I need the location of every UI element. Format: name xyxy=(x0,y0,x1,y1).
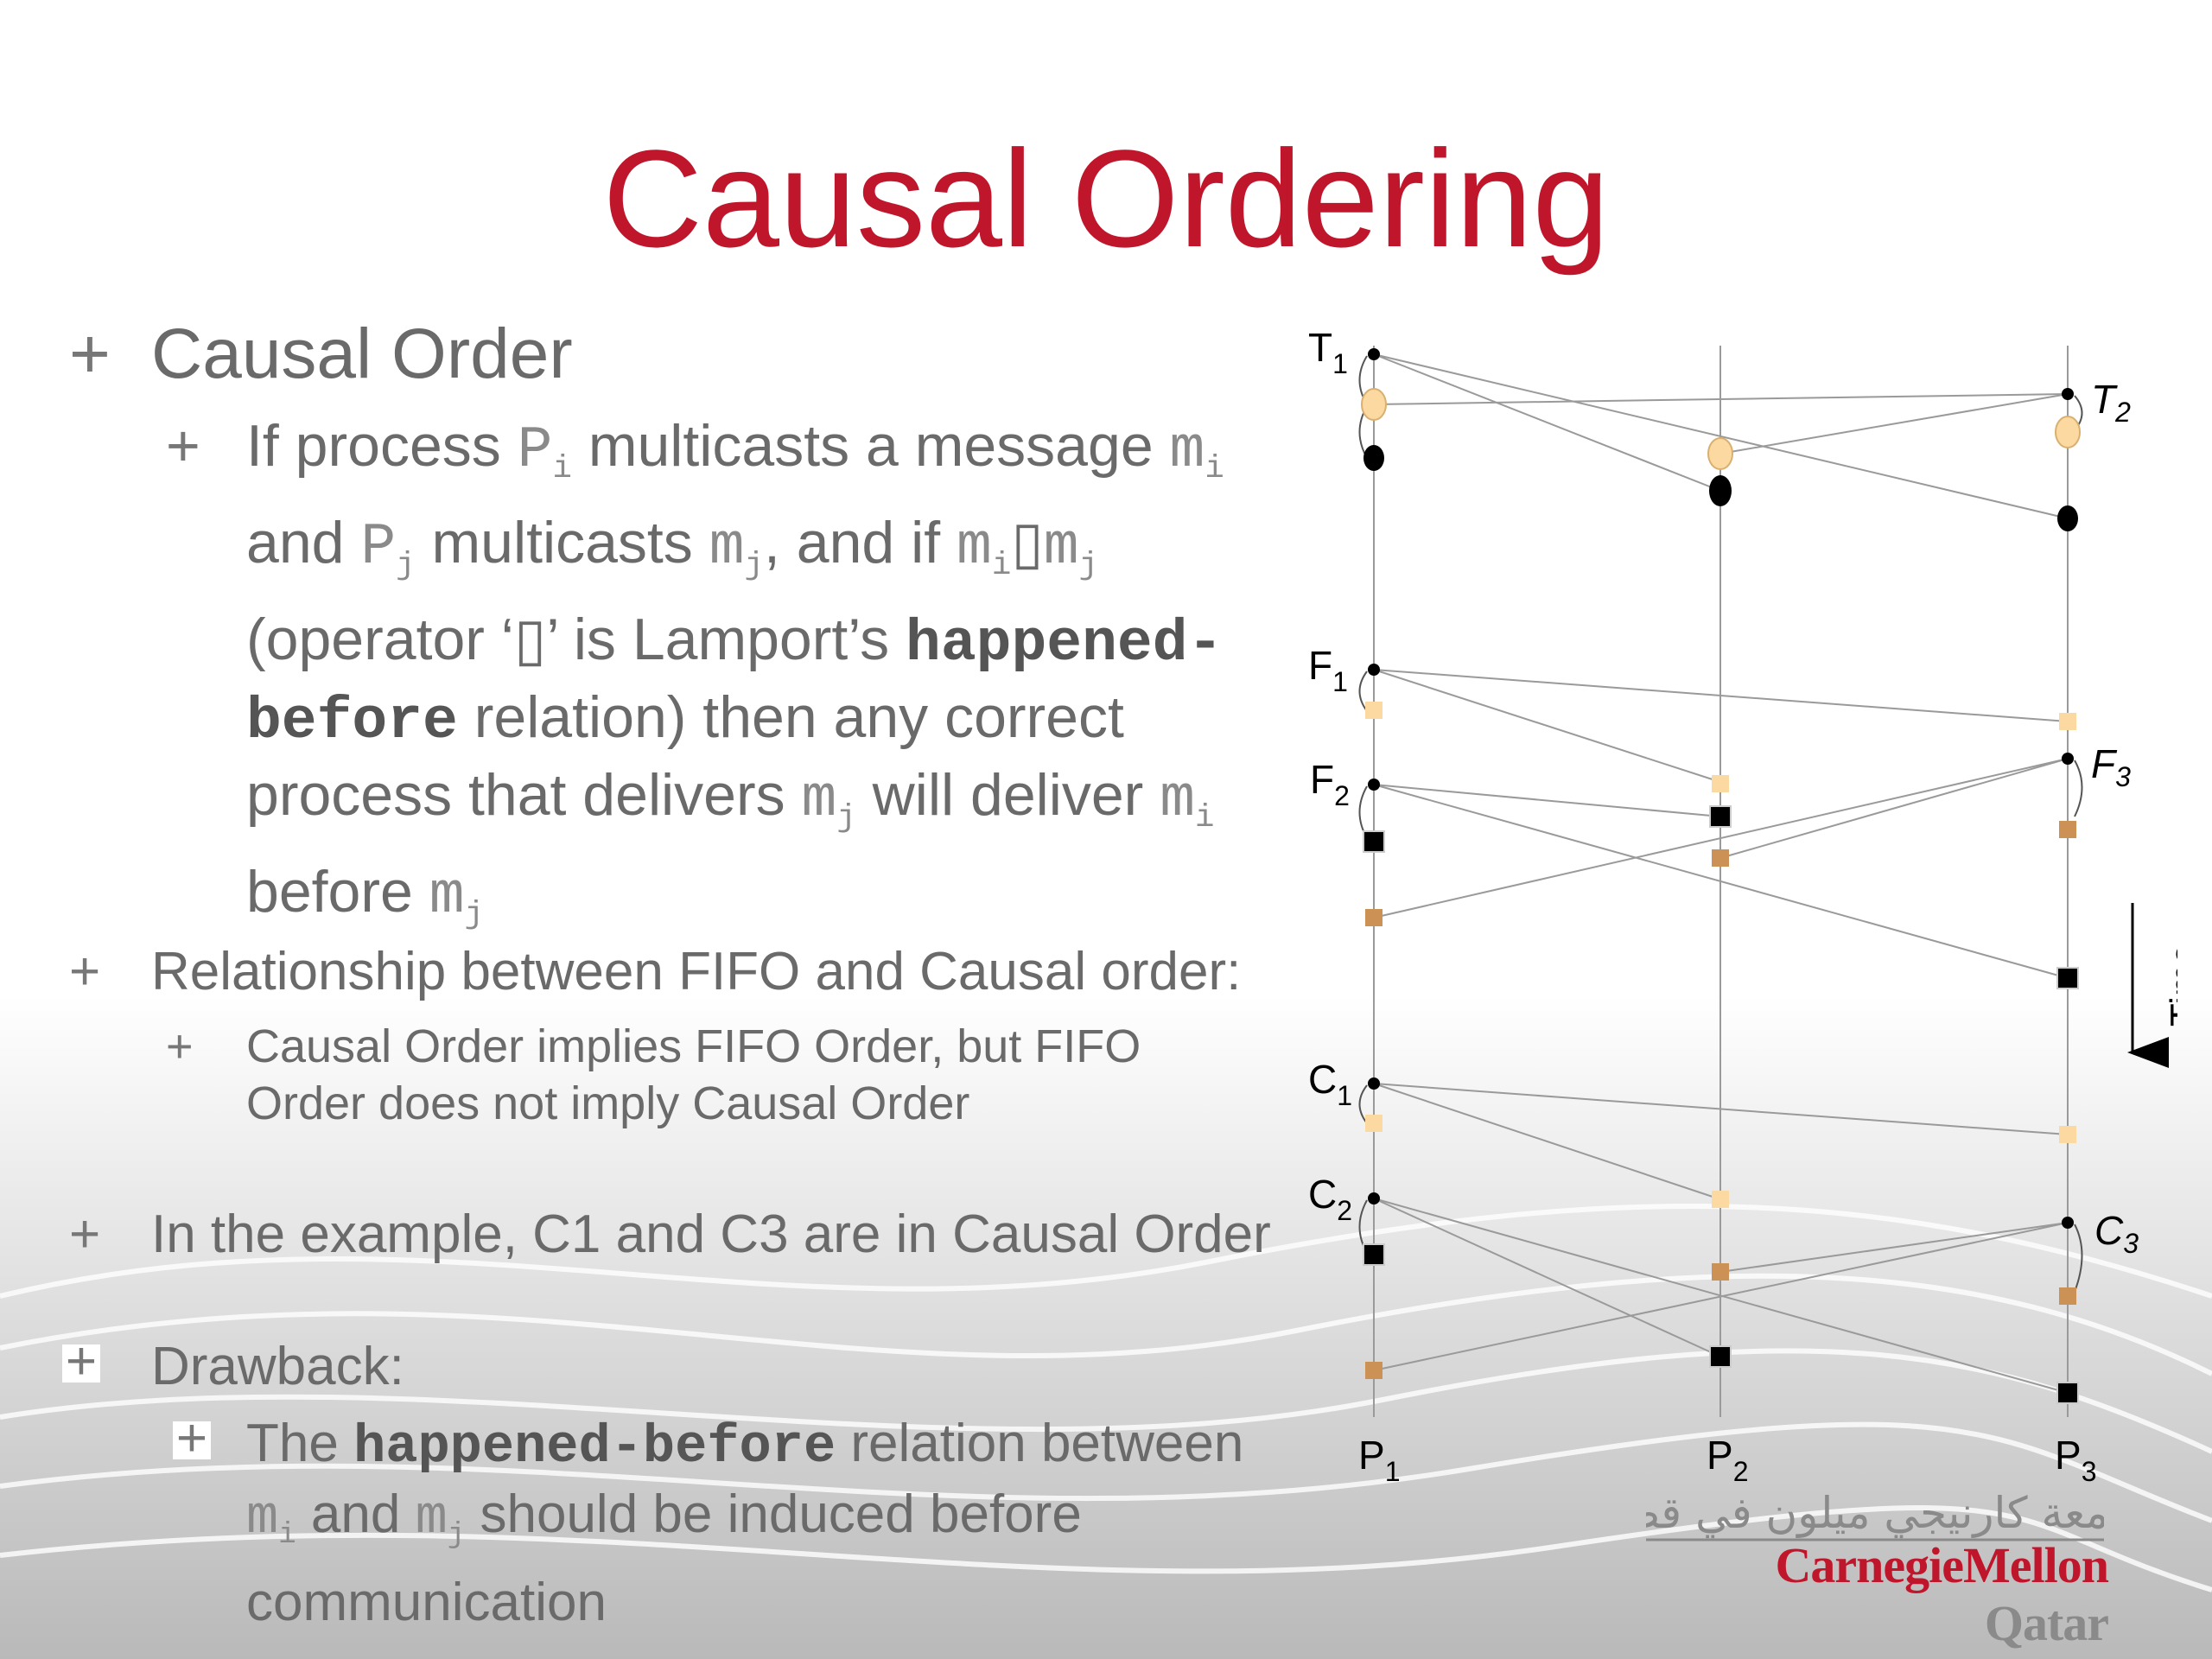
deliver-f3-at-p2 xyxy=(1712,849,1729,867)
message-lines xyxy=(1373,353,2069,1394)
label-f3: F3 xyxy=(2091,741,2131,792)
deliver-f2-at-p3 xyxy=(2056,967,2079,989)
definition-line-6: before mj xyxy=(246,859,484,934)
slide-title: Causal Ordering xyxy=(602,121,1610,276)
label-f1: F1 xyxy=(1308,643,1348,697)
label-p1: P1 xyxy=(1358,1433,1400,1487)
bullet-drawback: Drawback: xyxy=(151,1337,404,1396)
bullet-marker: + xyxy=(62,1335,100,1389)
deliver-f3-at-p3 xyxy=(2059,821,2076,838)
deliver-t2-at-p2 xyxy=(1707,437,1733,470)
deliver-c3-at-p2 xyxy=(1712,1263,1729,1281)
send-event-f2 xyxy=(1368,779,1380,791)
label-f2: F2 xyxy=(1310,757,1350,811)
definition-line-2: and Pj multicasts mj, and if mi▯mj xyxy=(246,510,1098,585)
bullet-example: In the example, C1 and C3 are in Causal … xyxy=(151,1205,1271,1264)
cmu-qatar-logo: CarnegieMellon Qatar xyxy=(1775,1537,2109,1651)
definition-line-1: If process Pi multicasts a message mi xyxy=(246,413,1224,488)
deliver-c3-at-p3 xyxy=(2059,1287,2076,1305)
definition-line-5: process that delivers mj will deliver mi xyxy=(246,762,1215,837)
deliver-c2-at-p2 xyxy=(1709,1345,1732,1368)
event-markers xyxy=(1361,348,2081,1404)
label-c2: C2 xyxy=(1308,1172,1352,1226)
bullet-relationship: Relationship between FIFO and Causal ord… xyxy=(151,942,1242,1001)
deliver-c2-at-p3 xyxy=(2056,1382,2079,1404)
deliver-f1-at-p1 xyxy=(1365,702,1382,719)
deliver-f2-at-p1 xyxy=(1363,830,1385,853)
causal-order-diagram: T1 T2 F1 F2 F3 C1 C2 C3 P1 P2 P3 Time xyxy=(1308,325,2177,1487)
drawback-line-2: mi and mj should be induced before xyxy=(246,1484,1082,1552)
bullet-marker: + xyxy=(69,1205,101,1264)
deliver-f3-at-p1 xyxy=(1365,909,1382,926)
deliver-t1-at-p3 xyxy=(2057,505,2078,531)
bullet-causal-order: Causal Order xyxy=(151,315,573,393)
label-c3: C3 xyxy=(2094,1208,2139,1259)
label-t1: T1 xyxy=(1308,325,1348,379)
svg-text:جامعة كارنيجي ميلون في قطر: جامعة كارنيجي ميلون في قطر xyxy=(1646,1488,2104,1538)
label-t2: T2 xyxy=(2091,377,2131,428)
deliver-f1-at-p3 xyxy=(2059,713,2076,730)
definition-line-4: before relation) then any correct xyxy=(246,684,1124,756)
deliver-t2-at-p3 xyxy=(2055,416,2081,448)
sub-bullet-marker: + xyxy=(166,413,200,479)
deliver-t1-at-p1 xyxy=(1363,445,1384,471)
deliver-f2-at-p2 xyxy=(1709,805,1732,828)
event-labels: T1 T2 F1 F2 F3 C1 C2 C3 P1 P2 P3 xyxy=(1308,325,2139,1487)
deliver-c3-at-p1 xyxy=(1365,1362,1382,1379)
send-event-f1 xyxy=(1368,664,1380,676)
deliver-f1-at-p2 xyxy=(1712,775,1729,792)
relationship-detail: Causal Order implies FIFO Order, but FIF… xyxy=(246,1018,1141,1132)
relationship-line-2: Order does not imply Causal Order xyxy=(246,1077,970,1129)
label-c1: C1 xyxy=(1308,1057,1352,1111)
bullet-marker: + xyxy=(69,942,101,1001)
deliver-c2-at-p1 xyxy=(1363,1243,1385,1266)
deliver-t2-at-p1 xyxy=(1361,388,1387,421)
relationship-line-1: Causal Order implies FIFO Order, but FIF… xyxy=(246,1020,1141,1072)
deliver-c1-at-p1 xyxy=(1365,1115,1382,1132)
time-label: Time xyxy=(2163,944,2177,1027)
drawback-detail: The happened-before relation between mi … xyxy=(246,1410,1300,1637)
bullet-marker: + xyxy=(69,315,111,393)
send-event-t1 xyxy=(1368,348,1380,360)
send-event-t2 xyxy=(2062,388,2074,400)
send-event-c1 xyxy=(1368,1077,1380,1090)
send-event-f3 xyxy=(2062,753,2074,765)
sub-bullet-marker: + xyxy=(173,1412,211,1465)
drawback-line-3: communication xyxy=(246,1572,607,1632)
drawback-line-1: The happened-before relation between xyxy=(246,1414,1244,1478)
causal-order-definition: If process Pi multicasts a message mi an… xyxy=(246,410,1300,952)
definition-line-3: (operator ‘▯’ is Lamport’s happened- xyxy=(246,607,1224,678)
deliver-t1-at-p2 xyxy=(1709,475,1732,506)
deliver-c1-at-p2 xyxy=(1712,1191,1729,1208)
label-p3: P3 xyxy=(2055,1433,2096,1487)
send-event-c2 xyxy=(1368,1192,1380,1205)
label-p2: P2 xyxy=(1707,1433,1748,1487)
cmu-qatar-logo-arabic: جامعة كارنيجي ميلون في قطر xyxy=(1646,1488,2104,1541)
deliver-c1-at-p3 xyxy=(2059,1126,2076,1143)
sub-bullet-marker: + xyxy=(166,1020,194,1072)
send-event-c3 xyxy=(2062,1217,2074,1229)
